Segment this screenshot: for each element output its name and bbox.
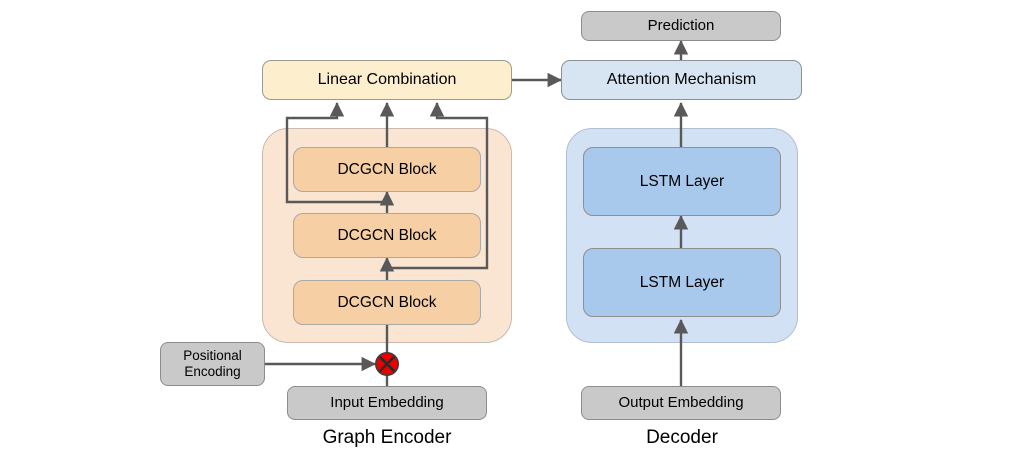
dcgcn-block-mid[interactable]: DCGCN Block [293, 213, 481, 258]
linear-combination-label: Linear Combination [317, 70, 457, 88]
dcgcn-block-mid-label: DCGCN Block [337, 226, 437, 244]
positional-encoding-node[interactable]: Positional Encoding [160, 342, 265, 386]
dcgcn-block-bottom[interactable]: DCGCN Block [293, 280, 481, 325]
combine-operator-icon[interactable] [374, 351, 400, 377]
positional-encoding-label: Positional Encoding [183, 348, 242, 379]
linear-combination-node[interactable]: Linear Combination [262, 60, 512, 100]
prediction-node[interactable]: Prediction [581, 11, 781, 41]
decoder-group-label: Decoder [646, 427, 718, 448]
output-embedding-node[interactable]: Output Embedding [581, 386, 781, 420]
prediction-label: Prediction [647, 17, 715, 35]
input-embedding-node[interactable]: Input Embedding [287, 386, 487, 420]
attention-mechanism-label: Attention Mechanism [606, 70, 757, 88]
lstm-layer-bottom[interactable]: LSTM Layer [583, 248, 781, 317]
dcgcn-block-top[interactable]: DCGCN Block [293, 147, 481, 192]
lstm-layer-top[interactable]: LSTM Layer [583, 147, 781, 216]
graph-encoder-group-label: Graph Encoder [322, 427, 452, 448]
output-embedding-label: Output Embedding [618, 394, 744, 412]
dcgcn-block-top-label: DCGCN Block [337, 160, 437, 178]
lstm-layer-bottom-label: LSTM Layer [639, 273, 725, 291]
dcgcn-block-bottom-label: DCGCN Block [337, 293, 437, 311]
attention-mechanism-node[interactable]: Attention Mechanism [561, 60, 802, 100]
lstm-layer-top-label: LSTM Layer [639, 172, 725, 190]
input-embedding-label: Input Embedding [330, 394, 444, 412]
